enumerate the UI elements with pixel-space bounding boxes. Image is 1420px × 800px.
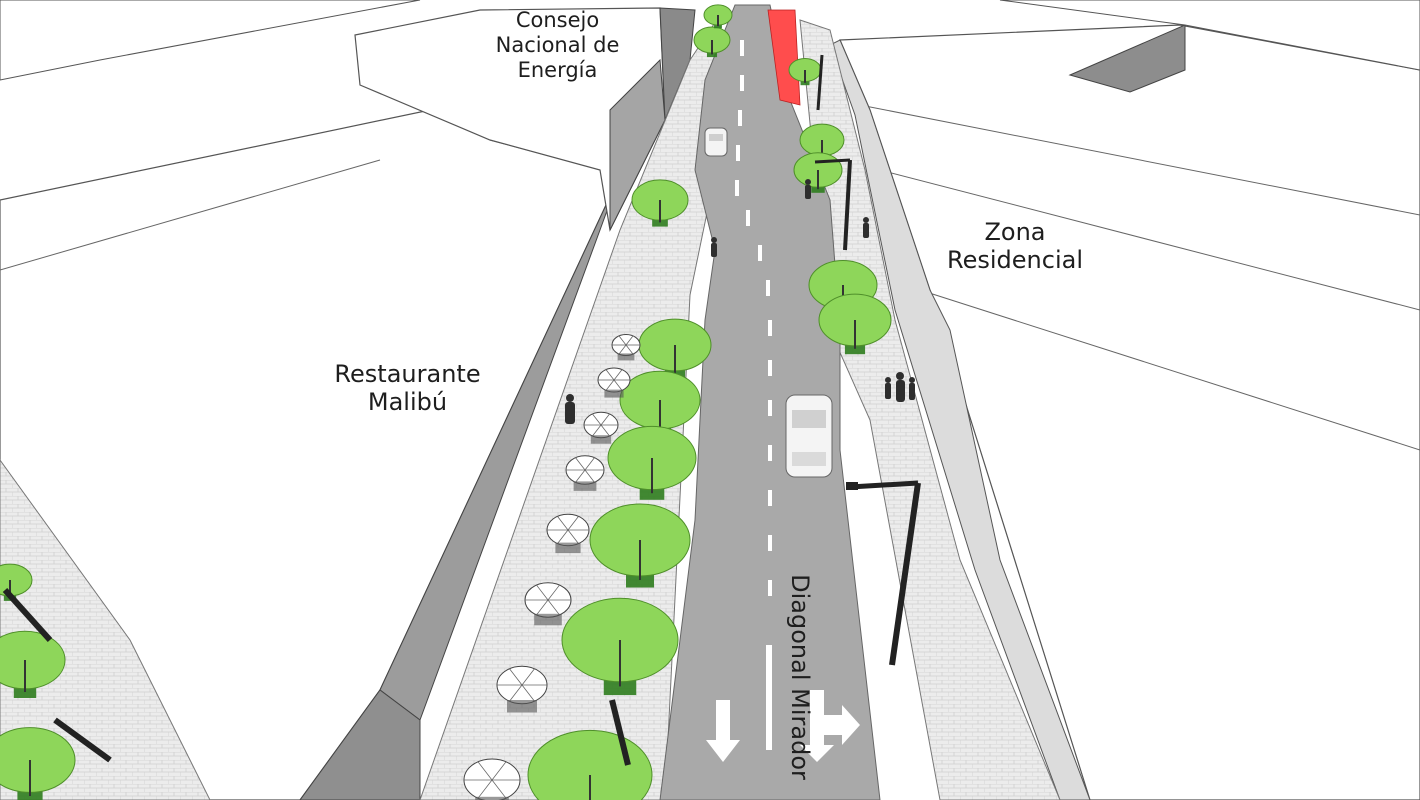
- terrace-umbrella: [565, 455, 605, 491]
- lane-dash: [746, 210, 750, 226]
- terrace-umbrella: [611, 334, 641, 361]
- lane-dash: [736, 145, 740, 161]
- lane-dash: [735, 180, 739, 196]
- pedestrian: [885, 377, 891, 399]
- lane-dash: [768, 320, 772, 336]
- tree: [0, 727, 76, 800]
- terrace-umbrella: [583, 411, 619, 444]
- pedestrian: [565, 394, 575, 424]
- terrace-umbrella: [463, 758, 521, 800]
- tree: [607, 425, 697, 500]
- terrace-umbrella: [496, 665, 548, 713]
- tree: [788, 57, 822, 86]
- label-line: Zona: [984, 218, 1046, 246]
- label-restaurante-malibu: Restaurante Malibú: [310, 360, 505, 417]
- car-near: [785, 394, 833, 478]
- pedestrian: [863, 217, 869, 238]
- pedestrians: [565, 179, 915, 424]
- label-line: Consejo: [515, 8, 600, 32]
- tree: [693, 26, 731, 58]
- building-residencial: [829, 0, 1420, 800]
- lane-markings: [735, 40, 772, 596]
- building-consejo: [0, 0, 696, 232]
- label-street-name: Diagonal Mirador: [786, 574, 815, 780]
- right-sidewalk: [799, 19, 1061, 800]
- street-lights: [2, 54, 921, 766]
- lane-dash: [768, 360, 772, 376]
- pedestrian: [711, 237, 717, 257]
- label-line: Malibú: [367, 388, 448, 417]
- pedestrian: [909, 377, 915, 400]
- cars: [704, 127, 833, 478]
- tree: [561, 597, 679, 696]
- terrace-umbrella: [546, 513, 590, 554]
- lane-dash: [768, 535, 772, 551]
- tree: [0, 630, 66, 698]
- label-line: Residencial: [947, 246, 1083, 275]
- lane-dash: [758, 245, 762, 261]
- lane-dash: [768, 400, 772, 416]
- lane-dash: [768, 445, 772, 461]
- tree: [589, 503, 691, 588]
- bike-lane: [767, 9, 801, 106]
- pedestrian: [805, 179, 811, 199]
- far-left-pavement: [0, 459, 211, 800]
- lane-dash: [740, 75, 744, 91]
- label-line: Energía: [517, 57, 598, 82]
- label-line: Nacional de: [495, 32, 620, 57]
- road-arrows: [706, 645, 860, 762]
- lane-dash: [768, 490, 772, 506]
- tree: [703, 4, 733, 29]
- label-consejo-nacional-de-energia: Consejo Nacional de Energía: [470, 8, 645, 82]
- terrace-umbrella: [597, 367, 631, 398]
- tree: [818, 293, 892, 355]
- lane-dash: [766, 280, 770, 296]
- pedestrian: [896, 372, 905, 402]
- lane-dash: [738, 110, 742, 126]
- label-zona-residencial: Zona Residencial: [925, 218, 1105, 275]
- terrace-umbrella: [524, 582, 572, 626]
- label-line: Restaurante: [334, 360, 481, 388]
- car-far: [704, 127, 728, 157]
- lane-dash: [768, 580, 772, 596]
- tree: [631, 179, 689, 227]
- lane-dash: [740, 40, 744, 56]
